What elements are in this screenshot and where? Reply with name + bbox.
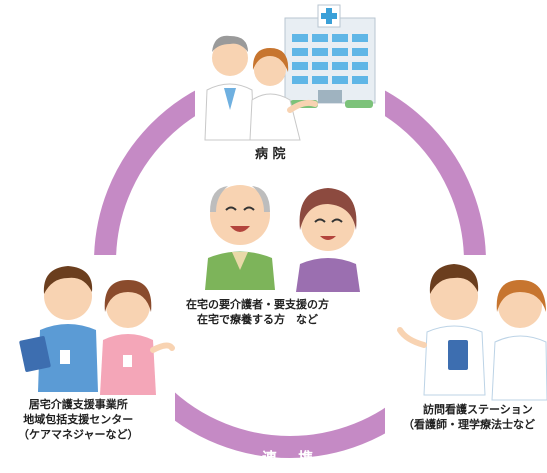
elderly-couple-icon [205,185,360,292]
care-office-label: 居宅介護支援事業所 地域包括支援センター （ケアマネジャーなど） [18,397,138,442]
nursing-station-label: 訪問看護ステーション （看護師・理学療法士など [403,402,535,432]
hospital-icon [204,4,376,141]
nursing-station-label-line1: 訪問看護ステーション [423,403,533,416]
hospital-label-text: 病 院 [255,147,286,162]
care-office-label-line2: 地域包括支援センター [23,413,134,426]
patients-label: 在宅の要介護者・要支援の方 在宅で療養する方 など [186,297,329,327]
hospital-label: 病 院 [255,147,286,162]
care-office-label-line3: （ケアマネジャーなど） [18,428,139,441]
link-label-top-left: 連 携 [100,70,147,130]
visiting-nurses-icon [397,264,547,401]
patients-label-line2: 在宅で療養する方 など [197,313,318,326]
patients-label-line1: 在宅の要介護者・要支援の方 [186,298,329,311]
nursing-station-label-line2: （看護師・理学療法士など [403,418,535,431]
link-label-bottom: 連 携 [262,449,321,467]
care-office-label-line1: 居宅介護支援事業所 [28,398,128,411]
care-managers-icon [19,266,175,395]
